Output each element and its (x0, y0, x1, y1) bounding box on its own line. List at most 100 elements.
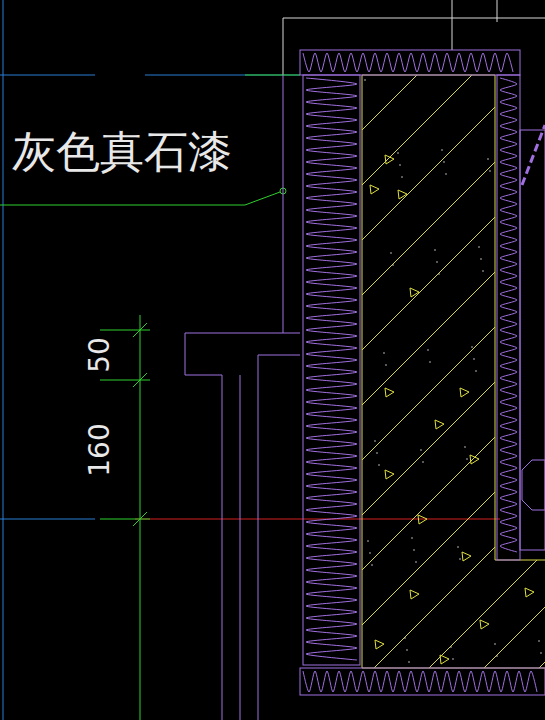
hatch-line (432, 20, 545, 720)
insulation-outline (300, 50, 520, 75)
aggregate-mark (525, 588, 534, 597)
aggregate-dot (478, 246, 480, 248)
aggregate-dot (420, 449, 422, 451)
insulation-coil (303, 671, 537, 692)
aggregate-dot (489, 170, 491, 172)
aggregate-mark (470, 455, 479, 464)
axis-lines (0, 0, 300, 720)
aggregate-dot (427, 349, 429, 351)
hatch-line (0, 20, 545, 720)
aggregate-mark (410, 590, 419, 599)
insulation-layer (300, 50, 545, 695)
dimension-text: 50 (86, 337, 114, 373)
aggregate-dot (399, 164, 401, 166)
hatch-line (0, 20, 362, 720)
aggregate-dot (487, 158, 489, 160)
aggregate-dot (459, 558, 461, 560)
insulation-coil (303, 53, 513, 72)
aggregate-dot (533, 167, 535, 169)
aggregate-mark (385, 155, 394, 164)
aggregate-dot (383, 352, 385, 354)
aggregate-dot (473, 358, 475, 360)
dimension-text: 160 (86, 423, 114, 476)
aggregate-dot (510, 455, 512, 457)
aggregate-dot (464, 446, 466, 448)
concrete-edge (362, 75, 545, 668)
hatch-line (0, 20, 545, 720)
aggregate-dot (452, 658, 454, 660)
aggregate-dot (371, 564, 373, 566)
aggregate-dot (503, 555, 505, 557)
aggregate-dot (538, 640, 540, 642)
aggregate-dot (450, 646, 452, 648)
center-line (135, 519, 500, 520)
aggregate-dot (475, 370, 477, 372)
aggregate-dot (443, 161, 445, 163)
aggregate-dot (364, 79, 366, 81)
aggregate-dot (494, 643, 496, 645)
aggregate-dot (429, 361, 431, 363)
aggregate-mark (385, 470, 394, 479)
aggregate-dot (390, 252, 392, 254)
hatch-line (102, 20, 545, 720)
insulation-outline (497, 75, 520, 560)
aggregate-dot (441, 149, 443, 151)
hatch-line (157, 20, 545, 720)
aggregate-dot (422, 461, 424, 463)
hatch-line (212, 20, 545, 720)
material-note: 灰色真石漆 (12, 130, 232, 174)
aggregate-dot (445, 173, 447, 175)
aggregate-mark (370, 185, 379, 194)
hatch-line (47, 20, 545, 720)
aggregate-dot (411, 537, 413, 539)
aggregate-dot (471, 346, 473, 348)
aggregate-dot (466, 458, 468, 460)
aggregate-dot (436, 261, 438, 263)
leader-dimension-lines (0, 75, 300, 720)
aggregate-mark (385, 388, 394, 397)
aggregate-dot (526, 267, 528, 269)
aggregate-mark (462, 552, 471, 561)
aggregate-dot (374, 440, 376, 442)
aggregate-dot (415, 561, 417, 563)
hatch-line (487, 20, 545, 720)
aggregate-dot (482, 270, 484, 272)
aggregate-dot (406, 649, 408, 651)
aggregate-dot (408, 661, 410, 663)
hatch-line (0, 20, 417, 720)
aggregate-mark (398, 190, 407, 199)
aggregate-mark (410, 288, 419, 297)
hatch-line (377, 20, 545, 720)
aggregate-dot (515, 343, 517, 345)
aggregate-dot (540, 652, 542, 654)
aggregate-dot (480, 258, 482, 260)
aggregate-dot (376, 452, 378, 454)
aggregate-mark (435, 420, 444, 429)
aggregate-dot (404, 637, 406, 639)
insulation-coil (500, 78, 517, 552)
aggregate-dot (413, 549, 415, 551)
edge-fragments (520, 125, 545, 550)
aggregate-mark (440, 655, 449, 664)
aggregate-dot (367, 540, 369, 542)
aggregate-dot (385, 364, 387, 366)
aggregate-dot (508, 443, 510, 445)
aggregate-dot (512, 467, 514, 469)
concrete-hatch (0, 20, 545, 720)
aggregate-dot (401, 176, 403, 178)
hatch-line (322, 20, 545, 720)
hatch-line (0, 20, 472, 720)
aggregate-dot (438, 273, 440, 275)
aggregate-dot (496, 655, 498, 657)
aggregate-mark (418, 515, 427, 524)
aggregate-dot (457, 546, 459, 548)
hatch-line (0, 20, 545, 720)
aggregate-dot (434, 249, 436, 251)
insulation-outline (300, 668, 545, 695)
aggregate-dot (392, 264, 394, 266)
hatch-line (267, 20, 545, 720)
aggregate-dot (524, 255, 526, 257)
aggregate-dot (369, 552, 371, 554)
insulation-coil (306, 78, 357, 660)
